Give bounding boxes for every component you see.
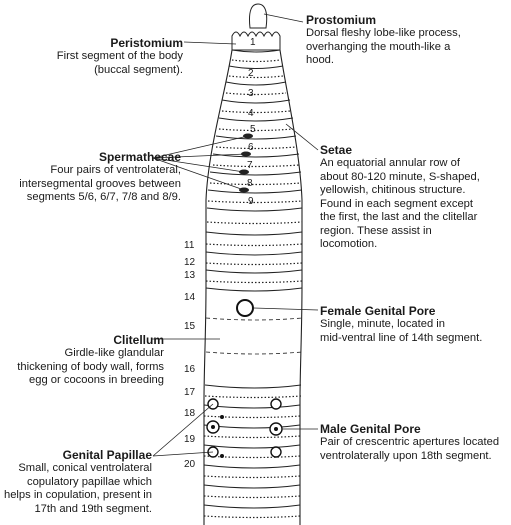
peristomium-segment	[231, 31, 281, 51]
label-female-genital-pore: Female Genital Pore Single, minute, loca…	[320, 304, 508, 345]
label-clitellum-line: Girdle-like glandular	[64, 347, 165, 359]
label-genital-papillae-title: Genital Papillae	[62, 448, 152, 462]
label-peristomium-line: (buccal segment).	[94, 63, 183, 76]
segment-number: 2	[248, 68, 254, 79]
label-setae-line: the first, the last and the clitellar	[320, 211, 478, 223]
setae-rows	[203, 59, 303, 519]
clitellum-dashed-lines	[205, 317, 303, 355]
label-prostomium-line: hood.	[306, 54, 334, 66]
prostomium-lobe	[249, 3, 268, 29]
label-prostomium-line: Dorsal fleshy lobe-like process,	[306, 27, 461, 39]
label-female-genital-pore-line: mid-ventral line of 14th segment.	[320, 331, 483, 344]
female-genital-pore	[236, 299, 254, 317]
label-genital-papillae-line: copulatory papillae which	[26, 475, 152, 488]
label-male-genital-pore-line: ventrolaterally upon 18th segment.	[320, 449, 492, 462]
label-clitellum-line: egg or cocoons in breeding	[29, 374, 164, 386]
label-setae-line: yellowish, chitinous structure.	[320, 184, 466, 196]
segment-number: 1	[250, 37, 256, 48]
segment-number: 11	[184, 240, 195, 251]
segment-number: 3	[248, 88, 254, 99]
label-peristomium: Peristomium First segment of the body (b…	[20, 36, 183, 77]
segment-number: 17	[184, 387, 196, 398]
segment-number: 4	[248, 108, 254, 119]
label-setae-line: An equatorial annular row of	[320, 157, 460, 169]
pointer-lines	[152, 13, 319, 457]
segment-numbers: 1 2 3 4 5 6 7 8 9 11 12 13 14 15 16 17 1…	[184, 37, 256, 470]
segment-number: 20	[184, 459, 196, 470]
segment-number: 7	[247, 160, 253, 171]
label-prostomium-title: Prostomium	[306, 13, 377, 27]
label-setae: Setae An equatorial annular row of about…	[320, 143, 508, 252]
label-peristomium-title: Peristomium	[110, 36, 183, 50]
segment-number: 8	[247, 178, 253, 189]
segment-number: 13	[184, 270, 196, 281]
label-spermathecae: Spermathecae Four pairs of ventrolateral…	[4, 150, 181, 205]
label-spermathecae-line: intersegmental grooves between	[19, 177, 181, 190]
label-spermathecae-line: Four pairs of ventrolateral,	[50, 164, 181, 176]
label-male-genital-pore-title: Male Genital Pore	[320, 422, 421, 436]
label-setae-title: Setae	[320, 143, 353, 157]
segment-number: 5	[250, 124, 256, 135]
segment-number: 14	[184, 292, 196, 303]
label-spermathecae-title: Spermathecae	[98, 150, 181, 164]
label-genital-papillae-line: helps in copulation, present in	[3, 489, 152, 501]
label-peristomium-line: First segment of the body	[56, 50, 183, 62]
label-female-genital-pore-title: Female Genital Pore	[320, 304, 436, 318]
label-setae-line: Found in each segment except	[320, 197, 473, 210]
label-genital-papillae-line: 17th and 19th segment.	[34, 502, 152, 515]
segment-number: 9	[248, 196, 254, 207]
label-prostomium-line: overhanging the mouth-like a	[306, 40, 451, 53]
segment-number: 12	[184, 257, 196, 268]
label-setae-line: region. These assist in	[320, 224, 432, 237]
label-prostomium: Prostomium Dorsal fleshy lobe-like proce…	[306, 13, 506, 68]
segment-number: 16	[184, 364, 196, 375]
label-setae-line: about 80-120 minute, S-shaped,	[320, 170, 480, 183]
label-clitellum: Clitellum Girdle-like glandular thickeni…	[2, 333, 164, 388]
label-setae-line: locomotion.	[320, 238, 378, 250]
segment-number: 19	[184, 434, 196, 445]
label-clitellum-title: Clitellum	[113, 333, 164, 347]
segment-number: 6	[248, 142, 254, 153]
body-outline	[203, 49, 303, 525]
label-genital-papillae: Genital Papillae Small, conical ventrola…	[2, 448, 152, 516]
label-male-genital-pore-line: Pair of crescentric apertures located	[320, 436, 500, 448]
label-spermathecae-line: segments 5/6, 6/7, 7/8 and 8/9.	[26, 191, 181, 203]
label-clitellum-line: thickening of body wall, forms	[17, 360, 164, 373]
segment-number: 15	[184, 321, 196, 332]
label-genital-papillae-line: Small, conical ventrolateral	[18, 462, 152, 474]
label-female-genital-pore-line: Single, minute, located in	[320, 318, 446, 330]
label-male-genital-pore: Male Genital Pore Pair of crescentric ap…	[320, 422, 508, 463]
segment-number: 18	[184, 408, 196, 419]
